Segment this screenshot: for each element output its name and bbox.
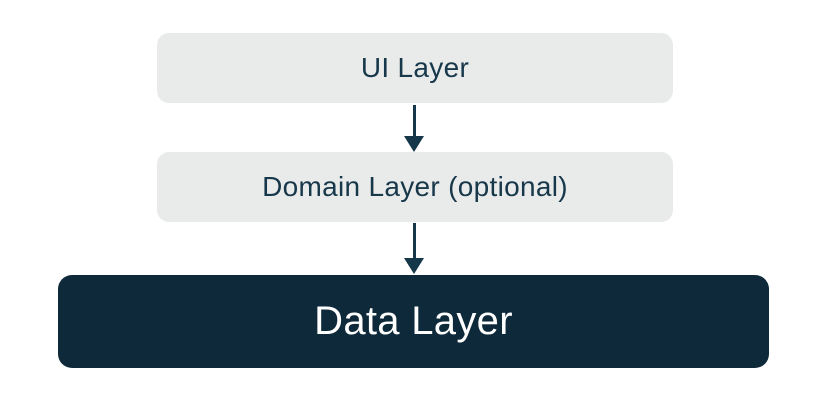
arrow-shaft — [412, 105, 416, 136]
domain-layer-box: Domain Layer (optional) — [157, 152, 673, 222]
arrow-head — [404, 258, 424, 274]
data-layer-label: Data Layer — [314, 299, 513, 343]
data-layer-box: Data Layer — [58, 275, 769, 368]
arrow-down-icon — [402, 223, 426, 274]
arrow-shaft — [412, 223, 416, 258]
ui-layer-box: UI Layer — [157, 33, 673, 103]
arrow-down-icon — [402, 105, 426, 152]
ui-layer-label: UI Layer — [360, 52, 470, 83]
domain-layer-label: Domain Layer (optional) — [262, 171, 568, 202]
arrow-head — [404, 136, 424, 152]
